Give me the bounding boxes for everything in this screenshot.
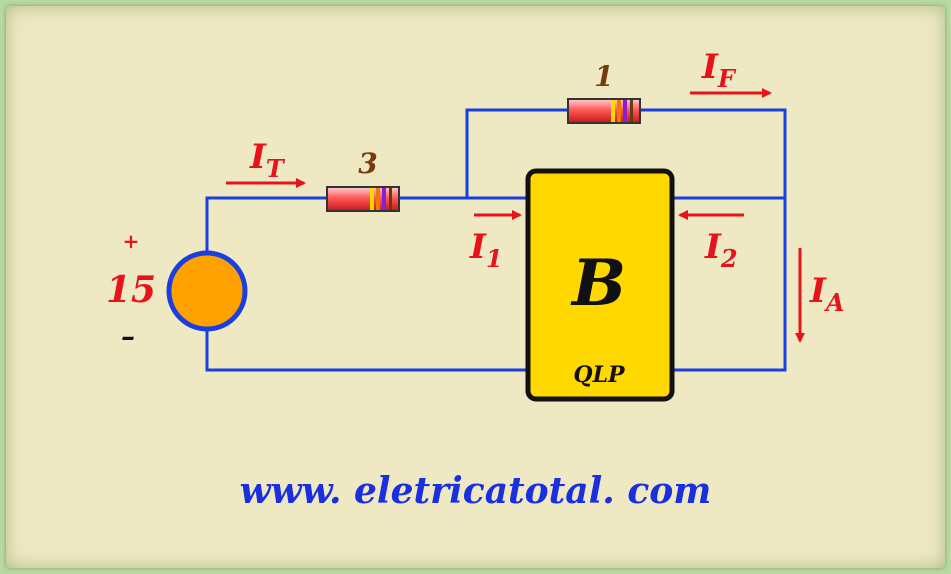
voltage-source [166,250,248,332]
label-ia: IA [809,271,845,317]
block-letter: B [570,246,626,321]
label-i1: I1 [469,227,503,273]
resistor-1-label: 1 [594,60,613,93]
footer-url[interactable]: www. eletricatotal. com [239,470,712,512]
background-panel [6,6,945,568]
label-it: IT [249,137,286,183]
current-arrows [226,88,805,343]
source-plus: + [123,229,140,253]
label-i2: I2 [704,227,738,273]
block-tag: QLP [573,362,626,388]
wire-top-left [205,196,328,253]
wire-feedback-top [465,108,568,198]
block-b [525,168,675,402]
source-minus: – [121,320,135,353]
wire-bottom [205,330,528,372]
resistor-3-label: 3 [358,147,377,180]
wire-feedback-right [640,108,787,372]
wires [205,108,787,372]
label-if: IF [701,47,737,93]
resistor-3 [326,186,400,212]
resistor-1 [567,98,641,124]
source-value: 15 [106,269,156,311]
